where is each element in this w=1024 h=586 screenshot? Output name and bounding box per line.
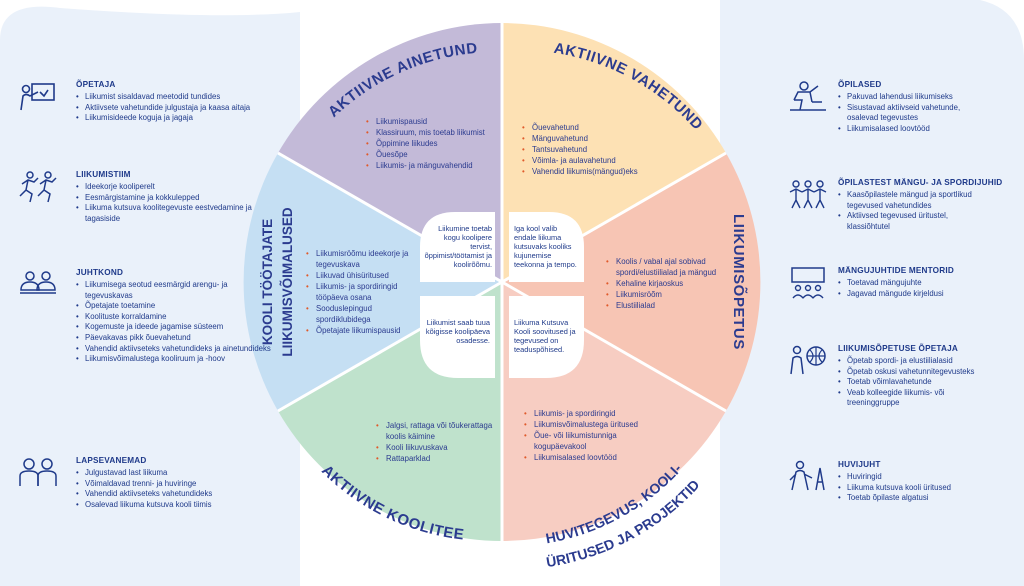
group-list: Huviringid Liikuma kutsuva kooli ürituse…: [838, 472, 988, 504]
group-title: JUHTKOND: [76, 268, 124, 277]
group-title: LAPSEVANEMAD: [76, 456, 147, 465]
student-leaders-icon: [789, 180, 827, 209]
student-icon: [790, 81, 826, 111]
list-item: Liikumisideede koguja ja jagaja: [76, 113, 276, 124]
list-item: Kooli liikuvuskava: [376, 442, 496, 453]
mentor-icon: [791, 267, 825, 299]
list-item: Liikumispausid: [366, 116, 506, 127]
list-item: Klassiruum, mis toetab liikumist: [366, 127, 506, 138]
group-title: LIIKUMISÕPETUSE ÕPETAJA: [838, 344, 958, 353]
list-item: Toetab õpilaste algatusi: [838, 493, 988, 504]
list-item: Õppimine liikudes: [366, 138, 506, 149]
list-item: Liikumist sisaldavad meetodid tundides: [76, 92, 276, 103]
list-item: Vahendid aktiivseteks vahetundideks ja a…: [76, 344, 276, 355]
list-aktiivne-koolitee: Jalgsi, rattaga või tõukerattaga koolis …: [376, 420, 496, 464]
segment-title-liikumisopetus: LIIKUMISÕPETUS: [730, 214, 748, 350]
list-item: Liikumis- ja spordiringid: [524, 408, 654, 419]
list-item: Õpetajate toetamine: [76, 301, 276, 312]
list-item: Kaasõpilastele mängud ja sportlikud tege…: [838, 190, 988, 211]
list-item: Liikumis- ja mänguvahendid: [366, 160, 506, 171]
group-list: Julgustavad last liikuma Võimaldavad tre…: [76, 468, 276, 510]
list-item: Jagavad mängude kirjeldusi: [838, 289, 988, 300]
group-list: Liikumisega seotud eesmärgid arengu- ja …: [76, 280, 276, 365]
list-item: Koolis / vabal ajal sobivad spordi/elust…: [606, 256, 732, 278]
list-item: Eesmärgistamine ja kokkulepped: [76, 193, 276, 204]
list-item: Sooduslepingud spordiklubidega: [306, 303, 418, 325]
center-text-top-left: Liikumine toetab kogu koolipere tervist,…: [424, 224, 492, 269]
list-item: Võimla- ja aulavahetund: [522, 155, 672, 166]
list-kooli-tootajate: Liikumisröõmu ideekorje ja tegevuskava L…: [306, 248, 418, 336]
group-list: Ideekorje kooliperelt Eesmärgistamine ja…: [76, 182, 276, 224]
list-item: Liikumisalased loovtööd: [838, 124, 988, 135]
list-item: Õue- või liikumistunniga kogupäevakool: [524, 430, 654, 452]
list-item: Jalgsi, rattaga või tõukerattaga koolis …: [376, 420, 496, 442]
center-text-bottom-left: Liikumist saab tuua kõigisse koolipäeva …: [425, 318, 490, 345]
list-item: Toetavad mängujuhte: [838, 278, 988, 289]
list-item: Tantsuvahetund: [522, 144, 672, 155]
center-text-top-right: Iga kool valib endale liikuma kutsuvaks …: [514, 224, 577, 269]
list-item: Liikuma kutsuva kooli üritused: [838, 483, 988, 494]
list-item: Aktiivsete vahetundide julgustaja ja kaa…: [76, 103, 276, 114]
list-item: Sisustavad aktiivseid vahetunde, osaleva…: [838, 103, 988, 124]
list-item: Huviringid: [838, 472, 988, 483]
list-item: Vahendid liikumis(mängud)eks: [522, 166, 672, 177]
list-item: Aktiivsed tegevused üritustel, klassiõht…: [838, 211, 988, 232]
list-item: Koolituste korraldamine: [76, 312, 276, 323]
list-item: Pakuvad lahendusi liikumiseks: [838, 92, 988, 103]
list-item: Vahendid aktiivseteks vahetundideks: [76, 489, 276, 500]
list-item: Veab kolleegide liikumis- või treeninggr…: [838, 388, 988, 409]
list-item: Liikumisalased loovtööd: [524, 452, 654, 463]
list-item: Osalevad liikuma kutsuva kooli tiimis: [76, 500, 276, 511]
segment-title-kooli-tootajate-line2: LIIKUMISVÕIMALUSED: [280, 207, 295, 357]
list-item: Ideekorje kooliperelt: [76, 182, 276, 193]
list-item: Kogemuste ja ideede jagamise süsteem: [76, 322, 276, 333]
list-item: Elustiilialad: [606, 300, 732, 311]
list-item: Õpetajate liikumispausid: [306, 325, 418, 336]
list-item: Liikuma kutsuva koolitegevuste eestvedam…: [76, 203, 276, 224]
list-item: Õpetab spordi- ja elustiilialasid: [838, 356, 988, 367]
pe-teacher-icon: [790, 345, 826, 375]
list-huvitegevus: Liikumis- ja spordiringid Liikumisvõimal…: [524, 408, 654, 463]
group-list: Pakuvad lahendusi liikumiseks Sisustavad…: [838, 92, 988, 134]
list-item: Võimaldavad trenni- ja huviringe: [76, 479, 276, 490]
group-title: ÕPILASED: [838, 80, 882, 89]
list-item: Liikumis- ja spordiringid tööpäeva osana: [306, 281, 418, 303]
center-flower: [420, 212, 584, 378]
list-item: Õuesõpe: [366, 149, 506, 160]
list-item: Päevakavas pikk õuevahetund: [76, 333, 276, 344]
list-liikumisopetus: Koolis / vabal ajal sobivad spordi/elust…: [606, 256, 732, 311]
list-item: Liikumisröõm: [606, 289, 732, 300]
list-item: Rattaparklad: [376, 453, 496, 464]
hobby-leader-icon: [789, 460, 825, 491]
group-title: ÕPILASTEST MÄNGU- JA SPORDIJUHID: [838, 178, 1003, 187]
list-item: Liikumisega seotud eesmärgid arengu- ja …: [76, 280, 276, 301]
teacher-board-icon: [20, 83, 55, 111]
list-item: Liikumisvõimalustega üritused: [524, 419, 654, 430]
group-title: LIIKUMISTIIM: [76, 170, 131, 179]
group-list: Liikumist sisaldavad meetodid tundides A…: [76, 92, 276, 124]
group-title: MÄNGUJUHTIDE MENTORID: [838, 266, 954, 275]
group-title: ÕPETAJA: [76, 80, 116, 89]
parents-icon: [19, 458, 57, 486]
list-aktiivne-ainetund: Liikumispausid Klassiruum, mis toetab li…: [366, 116, 506, 171]
list-item: Mänguvahetund: [522, 133, 672, 144]
group-list: Kaasõpilastele mängud ja sportlikud tege…: [838, 190, 988, 232]
group-list: Õpetab spordi- ja elustiilialasid Õpetab…: [838, 356, 988, 409]
group-title: HUVIJUHT: [838, 460, 881, 469]
running-team-icon: [19, 171, 57, 203]
leadership-icon: [20, 271, 56, 294]
list-item: Õpetab oskusi vahetunnitegevusteks: [838, 367, 988, 378]
list-item: Toetab võimlavahetunde: [838, 377, 988, 388]
list-item: Liikumisvõimalustega kooliruum ja -hoov: [76, 354, 276, 365]
group-list: Toetavad mängujuhte Jagavad mängude kirj…: [838, 278, 988, 299]
center-text-bottom-right: Liikuma Kutsuva Kooli soovitused ja tege…: [514, 318, 576, 354]
list-item: Õuevahetund: [522, 122, 672, 133]
list-aktiivne-vahetund: Õuevahetund Mänguvahetund Tantsuvahetund…: [522, 122, 672, 177]
list-item: Liikumisröõmu ideekorje ja tegevuskava: [306, 248, 418, 270]
list-item: Julgustavad last liikuma: [76, 468, 276, 479]
list-item: Kehaline kirjaoskus: [606, 278, 732, 289]
list-item: Liikuvad ühisüritused: [306, 270, 418, 281]
